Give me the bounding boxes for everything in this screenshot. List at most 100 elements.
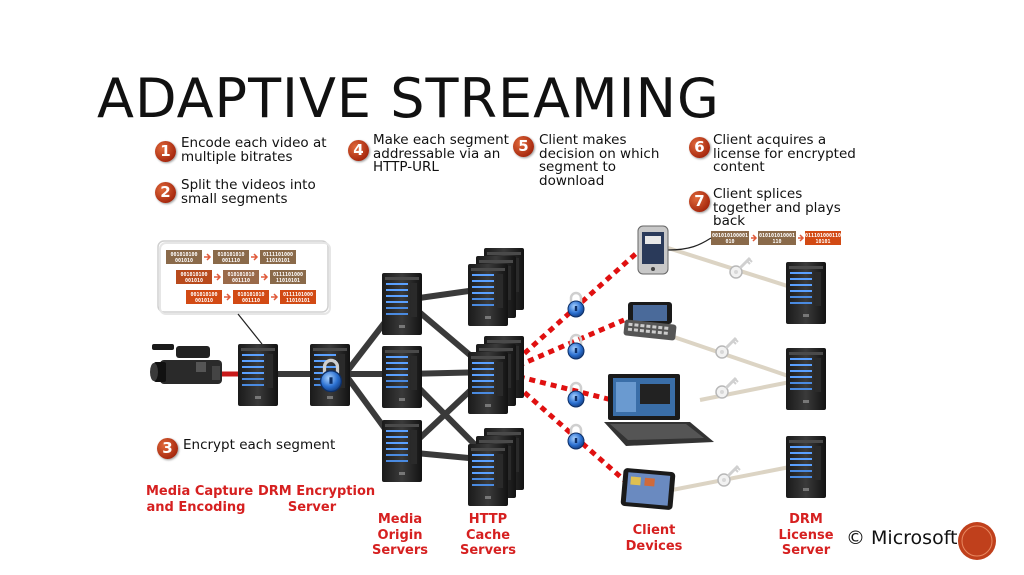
label-client-devices-line-1: Client (632, 523, 676, 538)
step-3-badge: 3 (157, 438, 178, 459)
cseg-2-a: 010101010001 (759, 233, 795, 239)
seg-3-1-a: 001010100 (190, 292, 217, 298)
client-segment-bits: 001010100001 010 010101010001 110 011101… (712, 233, 841, 245)
step-2-line-2: small segments (181, 190, 288, 207)
seg-2-3-b: 11010101 (276, 278, 300, 284)
label-media-origin-line-2: Origin (377, 527, 423, 543)
license-server-mid-icon (786, 348, 826, 410)
step-3-line-1: Encrypt each segment (183, 437, 336, 453)
step-5-line-2: decision on which (539, 145, 660, 162)
label-drm-encryption: DRM Encryption Server (258, 484, 376, 515)
seg-1-3-b: 11010101 (266, 258, 290, 264)
step-4-line-3: HTTP-URL (373, 159, 439, 175)
seg-3-3-b: 11010101 (286, 298, 310, 304)
segment-row-1 (166, 250, 296, 264)
cseg-1-a: 001010100001 (712, 233, 748, 239)
seg-1-1-a: 001010100 (170, 252, 197, 258)
tablet-icon (620, 468, 676, 510)
step-7-line-2: together and plays (713, 199, 841, 216)
seg-2-2-a: 010101010 (227, 272, 254, 278)
smartphone-icon (637, 225, 669, 275)
cseg-3-a: 011101000110 (805, 233, 841, 239)
step-6-line-3: content (713, 159, 765, 175)
label-media-capture-line-2: and Encoding (146, 499, 246, 515)
label-http-cache-line-2: Cache (465, 527, 511, 543)
step-1-text: Encode each video at multiple bitrates (181, 135, 327, 165)
slide-title: ADAPTIVE STREAMING (97, 67, 720, 130)
cseg-3-b: 10101 (815, 239, 830, 245)
label-media-origin-line-3: Servers (371, 543, 429, 558)
step-1-badge: 1 (155, 141, 176, 162)
origin-server-bottom-icon (382, 420, 422, 482)
step-6-badge: 6 (689, 137, 710, 158)
seg-3-2-b: 001110 (242, 298, 260, 304)
step-3-text: Encrypt each segment (183, 437, 336, 453)
license-key-2-icon (714, 336, 740, 360)
license-links (667, 246, 801, 492)
label-drm-license-line-3: Server (781, 543, 831, 558)
step-7-badge: 7 (689, 191, 710, 212)
origin-server-top-icon (382, 273, 422, 335)
media-capture-server-icon (238, 344, 278, 406)
cache-servers-bottom-icon (468, 428, 524, 506)
step-4-badge: 4 (348, 140, 369, 161)
seg-1-2-b: 001110 (222, 258, 240, 264)
step-4-line-2: addressable via an (373, 145, 501, 162)
cseg-1-b: 010 (725, 239, 734, 245)
step-5-badge: 5 (513, 136, 534, 157)
step-7-text: Client splices together and plays back (713, 187, 841, 229)
label-client-devices: Client Devices (624, 523, 684, 554)
step-2-badge: 2 (155, 182, 176, 203)
step-5-text: Client makes decision on which segment t… (539, 133, 660, 189)
seg-3-3-a: 0111101000 (283, 292, 313, 298)
label-drm-license-line-1: DRM (789, 512, 823, 527)
cache-servers-mid-icon (468, 336, 524, 414)
step-4-text: Make each segment addressable via an HTT… (373, 132, 509, 175)
step-4-line-1: Make each segment (373, 132, 509, 148)
step-6-line-1: Client acquires a (713, 132, 827, 148)
seg-1-1-b: 001010 (175, 258, 193, 264)
step-2-text: Split the videos into small segments (181, 177, 316, 207)
laptop-icon (604, 374, 714, 446)
license-server-bottom-icon (786, 436, 826, 498)
drm-encryption-server-icon (310, 344, 350, 406)
label-drm-license: DRM License Server (776, 512, 836, 559)
stream-padlock-4-icon (566, 423, 586, 451)
label-drm-license-line-2: License (778, 527, 834, 543)
label-http-cache: HTTP Cache Servers (458, 512, 518, 559)
step-1-line-2: multiple bitrates (181, 148, 293, 165)
client-segments (667, 231, 841, 251)
seg-3-1-b: 001010 (195, 298, 213, 304)
corner-decoration-icon (958, 522, 996, 560)
copyright-text: © Microsoft (846, 527, 958, 549)
segment-row-3 (186, 290, 316, 304)
label-http-cache-line-3: Servers (459, 543, 517, 558)
label-media-origin-line-1: Media (377, 512, 423, 527)
step-6-text: Client acquires a license for encrypted … (713, 132, 856, 175)
seg-2-1-b: 001010 (185, 278, 203, 284)
seg-1-3-a: 0111101000 (263, 252, 293, 258)
seg-2-1-a: 001010100 (180, 272, 207, 278)
step-2-line-1: Split the videos into (181, 177, 316, 193)
label-media-capture-line-1: Media Capture (146, 484, 254, 499)
step-5-line-4: download (539, 172, 605, 189)
seg-2-2-b: 001110 (232, 278, 250, 284)
label-drm-encryption-line-2: Server (287, 499, 337, 515)
slider-phone-icon (623, 302, 677, 341)
license-server-top-icon (786, 262, 826, 324)
seg-1-2-a: 010101010 (217, 252, 244, 258)
seg-3-2-a: 010101010 (237, 292, 264, 298)
step-6-line-2: license for encrypted (713, 145, 856, 162)
segment-bits: 001010100 001010 010101010 001110 011110… (170, 252, 313, 304)
label-http-cache-line-1: HTTP (468, 512, 508, 527)
label-client-devices-line-2: Devices (625, 538, 683, 554)
step-1-line-1: Encode each video at (181, 135, 327, 151)
label-media-origin: Media Origin Servers (370, 512, 430, 559)
seg-2-3-a: 0111101000 (273, 272, 303, 278)
segment-row-2 (176, 270, 306, 284)
label-drm-encryption-line-1: DRM Encryption (258, 484, 376, 499)
video-camera-icon (150, 344, 222, 384)
cseg-2-b: 110 (772, 239, 781, 245)
stream-padlock-1-icon (566, 291, 586, 319)
